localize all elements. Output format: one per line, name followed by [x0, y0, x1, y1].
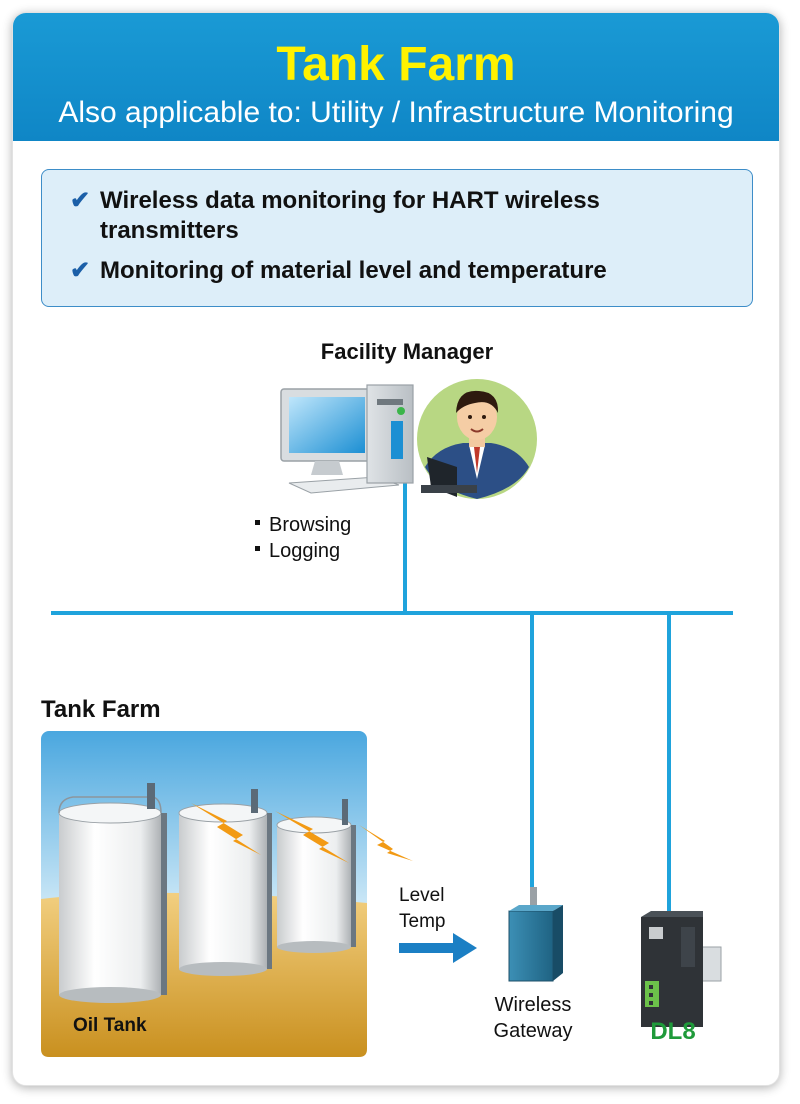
lightning-icon	[191, 803, 261, 855]
lightning-icon	[359, 825, 413, 861]
person-icon	[417, 379, 537, 499]
system-diagram: Facility Manager Browsing Logging Tank F…	[41, 339, 733, 1057]
tank-icon	[178, 789, 272, 976]
tank-farm-label: Tank Farm	[41, 696, 161, 723]
gateway-label: Gateway	[494, 1020, 573, 1042]
features-box: ✔ Wireless data monitoring for HART wire…	[41, 169, 753, 307]
network-lines	[51, 483, 733, 913]
feature-text: Monitoring of material level and tempera…	[100, 257, 607, 284]
gateway-label: Wireless	[495, 994, 572, 1016]
tank-farm-scene	[41, 731, 413, 1057]
tank-icon	[58, 783, 167, 1003]
page-subtitle: Also applicable to: Utility / Infrastruc…	[58, 96, 734, 129]
tank-farm-card: Tank Farm Also applicable to: Utility / …	[12, 12, 780, 1086]
tank-icon	[276, 799, 356, 953]
dl8-device-icon	[641, 911, 722, 1027]
function-item: Browsing	[269, 514, 351, 536]
check-icon: ✔	[70, 187, 91, 214]
check-icon: ✔	[70, 257, 91, 284]
facility-manager-label: Facility Manager	[321, 339, 494, 364]
page-title: Tank Farm	[276, 38, 516, 91]
bullet-icon	[255, 520, 260, 525]
oil-tank-label: Oil Tank	[73, 1015, 147, 1036]
arrow-icon	[399, 933, 477, 963]
dl8-label: DL8	[650, 1018, 695, 1045]
feature-text: Wireless data monitoring for HART wirele…	[100, 187, 600, 244]
signal-temp-label: Temp	[399, 911, 445, 932]
computer-icon	[280, 384, 414, 494]
bullet-icon	[255, 546, 260, 551]
gateway-icon	[508, 887, 563, 982]
signal-level-label: Level	[399, 885, 444, 906]
header-banner: Tank Farm Also applicable to: Utility / …	[13, 13, 779, 141]
function-item: Logging	[269, 540, 340, 562]
lightning-icon	[275, 811, 349, 863]
